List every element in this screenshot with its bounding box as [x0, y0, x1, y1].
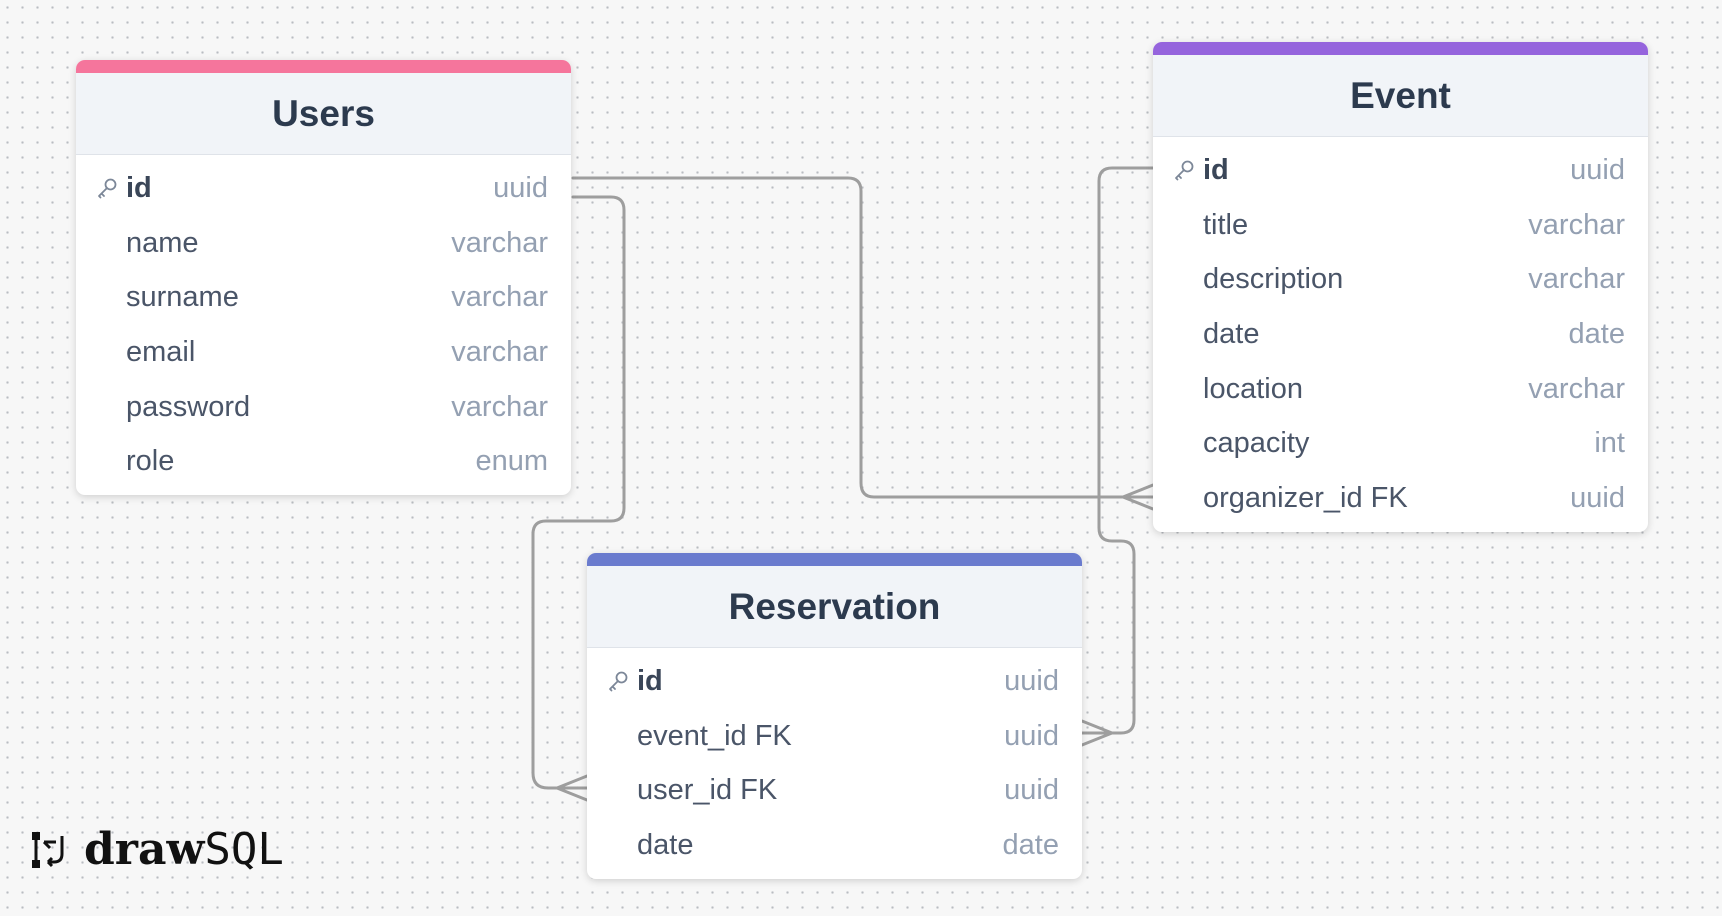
- connector-users-reservation[interactable]: [531, 195, 626, 790]
- column-type: uuid: [1570, 481, 1625, 514]
- logo-text-draw: draw: [84, 824, 205, 875]
- column-type: enum: [475, 445, 548, 478]
- column-row[interactable]: user_id FK uuid: [587, 763, 1082, 818]
- column-row[interactable]: location varchar: [1153, 362, 1648, 417]
- column-name: date: [1203, 317, 1260, 350]
- table-event[interactable]: Event id uuid title varchar description varcha…: [1153, 42, 1648, 532]
- column-type: varchar: [451, 335, 548, 368]
- column-row[interactable]: password varchar: [76, 380, 571, 435]
- column-row[interactable]: description varchar: [1153, 252, 1648, 307]
- column-row[interactable]: role enum: [76, 434, 571, 489]
- column-type: uuid: [1004, 719, 1059, 752]
- table-title[interactable]: Event: [1153, 55, 1648, 137]
- column-row[interactable]: title varchar: [1153, 198, 1648, 253]
- table-columns: id uuid name varchar surname varchar email varc…: [76, 155, 571, 495]
- column-name: id: [1203, 153, 1229, 186]
- primary-key-icon: [607, 670, 637, 692]
- column-row[interactable]: id uuid: [587, 654, 1082, 709]
- drawsql-logo-text: drawSQL: [84, 828, 284, 872]
- connector-crowfoot-users-event: [1121, 483, 1155, 511]
- column-name: id: [637, 664, 663, 697]
- column-type: date: [1002, 828, 1059, 861]
- primary-key-icon: [1173, 159, 1203, 181]
- drawsql-logo: drawSQL: [30, 828, 284, 872]
- column-row[interactable]: name varchar: [76, 216, 571, 271]
- column-row[interactable]: id uuid: [1153, 143, 1648, 198]
- column-type: varchar: [1528, 263, 1625, 296]
- logo-text-sql: SQL: [204, 824, 284, 875]
- column-type: varchar: [451, 226, 548, 259]
- column-type: int: [1594, 427, 1625, 460]
- connector-users-event[interactable]: [571, 176, 1155, 499]
- column-name: organizer_id FK: [1203, 481, 1408, 514]
- column-type: date: [1568, 317, 1625, 350]
- table-title[interactable]: Users: [76, 73, 571, 155]
- column-row[interactable]: event_id FK uuid: [587, 709, 1082, 764]
- column-name: location: [1203, 372, 1303, 405]
- column-name: date: [637, 828, 694, 861]
- column-type: uuid: [1004, 774, 1059, 807]
- column-name: id: [126, 171, 152, 204]
- column-name: title: [1203, 208, 1249, 241]
- connector-event-reservation[interactable]: [1080, 166, 1155, 735]
- connector-crowfoot-users-reservation: [555, 774, 589, 802]
- column-row[interactable]: id uuid: [76, 161, 571, 216]
- column-row[interactable]: email varchar: [76, 325, 571, 380]
- column-row[interactable]: capacity int: [1153, 416, 1648, 471]
- column-name: event_id FK: [637, 719, 792, 752]
- primary-key-icon: [96, 177, 126, 199]
- column-name: password: [126, 390, 251, 423]
- connector-crowfoot-event-reservation: [1080, 719, 1114, 747]
- table-accent-bar: [587, 553, 1082, 566]
- drawsql-logo-icon: [32, 832, 64, 868]
- column-row[interactable]: date date: [1153, 307, 1648, 362]
- column-type: uuid: [1004, 664, 1059, 697]
- table-columns: id uuid title varchar description varchar date…: [1153, 137, 1648, 532]
- column-name: surname: [126, 281, 239, 314]
- column-type: varchar: [1528, 208, 1625, 241]
- column-name: role: [126, 445, 175, 478]
- column-type: varchar: [451, 390, 548, 423]
- column-type: uuid: [1570, 153, 1625, 186]
- column-row[interactable]: organizer_id FK uuid: [1153, 471, 1648, 526]
- column-row[interactable]: date date: [587, 818, 1082, 873]
- table-accent-bar: [1153, 42, 1648, 55]
- table-title[interactable]: Reservation: [587, 566, 1082, 648]
- column-type: varchar: [451, 281, 548, 314]
- column-name: capacity: [1203, 427, 1310, 460]
- column-type: varchar: [1528, 372, 1625, 405]
- column-name: user_id FK: [637, 774, 778, 807]
- column-name: name: [126, 226, 199, 259]
- column-name: email: [126, 335, 196, 368]
- column-type: uuid: [493, 171, 548, 204]
- column-name: description: [1203, 263, 1344, 296]
- column-row[interactable]: surname varchar: [76, 270, 571, 325]
- table-accent-bar: [76, 60, 571, 73]
